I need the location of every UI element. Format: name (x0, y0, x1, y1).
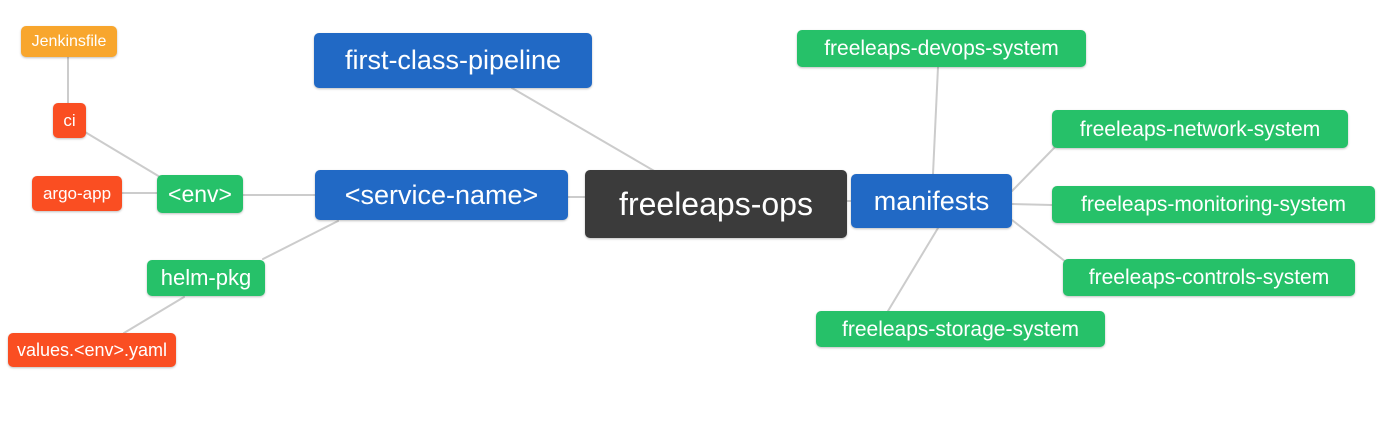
node-freeleaps-monitoring-system[interactable]: freeleaps-monitoring-system (1052, 186, 1375, 223)
node-helm-pkg[interactable]: helm-pkg (147, 260, 265, 296)
node-jenkinsfile[interactable]: Jenkinsfile (21, 26, 117, 57)
node-manifests[interactable]: manifests (851, 174, 1012, 228)
edge-manifests-freeleaps-devops-system (932, 66, 939, 175)
node-freeleaps-devops-system[interactable]: freeleaps-devops-system (797, 30, 1086, 67)
node-service-name[interactable]: <service-name> (315, 170, 568, 220)
edge-manifests-freeleaps-controls-system (1011, 219, 1067, 263)
edge-manifests-freeleaps-storage-system (887, 227, 939, 312)
node-env[interactable]: <env> (157, 175, 243, 213)
edge-manifests-freeleaps-network-system (1011, 146, 1056, 192)
node-freeleaps-ops[interactable]: freeleaps-ops (585, 170, 847, 238)
node-argo-app[interactable]: argo-app (32, 176, 122, 211)
node-values-env-yaml[interactable]: values.<env>.yaml (8, 333, 176, 367)
edge-manifests-freeleaps-monitoring-system (1011, 203, 1053, 206)
edge-ci-env (84, 131, 161, 178)
node-freeleaps-network-system[interactable]: freeleaps-network-system (1052, 110, 1348, 148)
edge-values-env-yaml-helm-pkg (123, 296, 185, 334)
edge-helm-pkg-service-name (262, 220, 339, 260)
node-ci[interactable]: ci (53, 103, 86, 138)
edge-first-class-pipeline-freeleaps-ops (511, 87, 657, 173)
node-freeleaps-storage-system[interactable]: freeleaps-storage-system (816, 311, 1105, 347)
node-freeleaps-controls-system[interactable]: freeleaps-controls-system (1063, 259, 1355, 296)
node-first-class-pipeline[interactable]: first-class-pipeline (314, 33, 592, 88)
